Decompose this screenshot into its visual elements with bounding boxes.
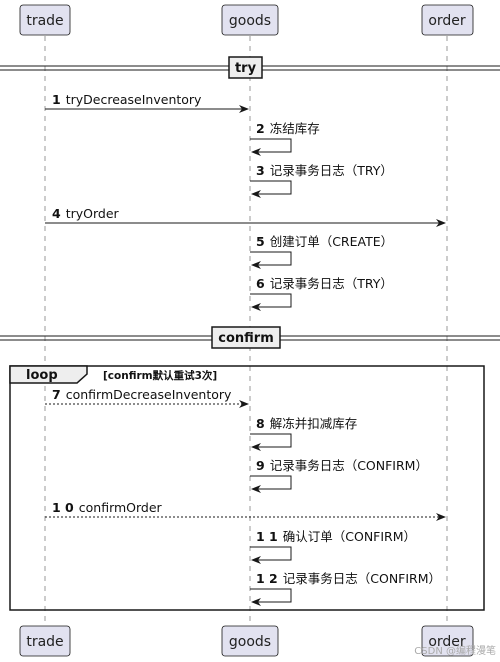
arrow-9 xyxy=(250,475,292,493)
loop-tag: loop xyxy=(26,368,58,383)
arrow-2 xyxy=(250,138,292,156)
svg-text:order: order xyxy=(428,13,466,29)
loop-condition: [confirm默认重试3次] xyxy=(103,369,217,382)
participant-trade-top: trade xyxy=(19,4,71,36)
participant-goods-bottom: goods xyxy=(221,625,279,657)
participant-trade-bottom: trade xyxy=(19,625,71,657)
svg-text:goods: goods xyxy=(229,634,271,650)
arrow-5 xyxy=(250,251,292,269)
arrow-8 xyxy=(250,433,292,451)
arrow-12 xyxy=(250,588,292,606)
divider-confirm: confirm xyxy=(0,326,500,349)
svg-text:trade: trade xyxy=(26,13,63,29)
arrow-11 xyxy=(250,546,292,564)
participant-order-top: order xyxy=(421,4,474,36)
loop-frame: loop [confirm默认重试3次] xyxy=(9,365,485,611)
participant-goods-top: goods xyxy=(221,4,279,36)
svg-text:trade: trade xyxy=(26,634,63,650)
svg-text:order: order xyxy=(428,634,466,650)
svg-text:goods: goods xyxy=(229,13,271,29)
divider-try-label: try xyxy=(235,61,257,76)
watermark: CSDN @编程漫笔 xyxy=(414,644,496,657)
divider-try: try xyxy=(0,56,500,79)
divider-confirm-label: confirm xyxy=(218,331,274,346)
arrow-3 xyxy=(250,180,292,198)
participant-order-bottom: order xyxy=(421,625,474,657)
arrow-6 xyxy=(250,293,292,311)
